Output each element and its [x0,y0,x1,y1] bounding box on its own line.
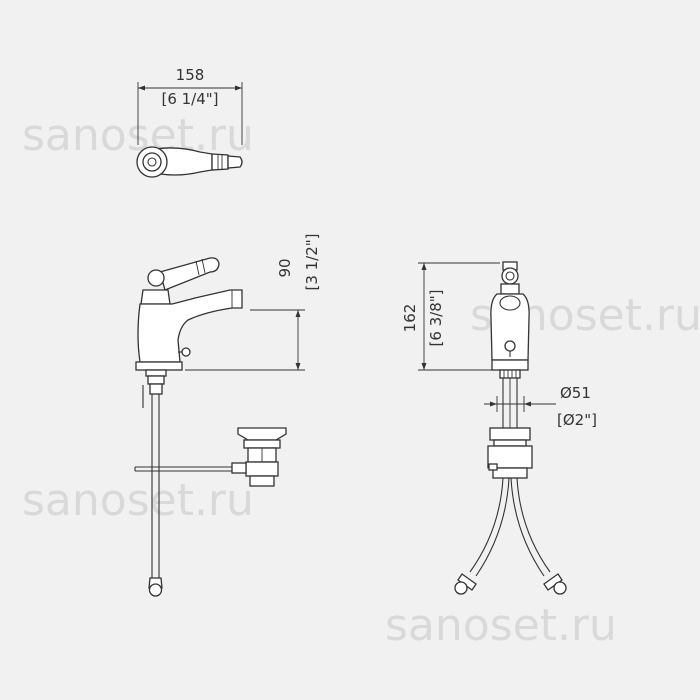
side-faucet-body [135,257,243,408]
side-height-mm-label: 90 [276,258,294,277]
top-width-mm-label: 158 [176,66,205,84]
front-height-in-label: [6 3/8"] [427,289,445,346]
top-width-dimension: 158 [6 1/4"] [137,66,243,145]
front-height-dimension: 162 [6 3/8"] [401,262,500,371]
side-supply-and-rod [134,394,232,597]
side-view: 90 [3 1/2"] [134,233,321,597]
watermark-middle: sanoset.ru [22,475,254,526]
side-height-dimension: 90 [3 1/2"] [185,233,321,371]
front-supply-hoses [454,477,567,595]
front-faucet-body [487,261,533,479]
top-view: 158 [6 1/4"] [136,66,243,178]
watermark-bottom: sanoset.ru [385,600,617,651]
front-diameter-dimension: Ø51 [Ø2"] [484,384,597,429]
front-height-mm-label: 162 [401,304,419,333]
side-height-in-label: [3 1/2"] [303,233,321,290]
front-diameter-in-label: [Ø2"] [557,411,597,429]
front-diameter-mm-label: Ø51 [560,384,591,402]
front-view: 162 [6 3/8"] Ø51 [Ø2"] [401,261,597,595]
top-width-in-label: [6 1/4"] [161,90,218,108]
side-drain-waste [231,427,287,487]
top-view-outline [136,146,243,178]
